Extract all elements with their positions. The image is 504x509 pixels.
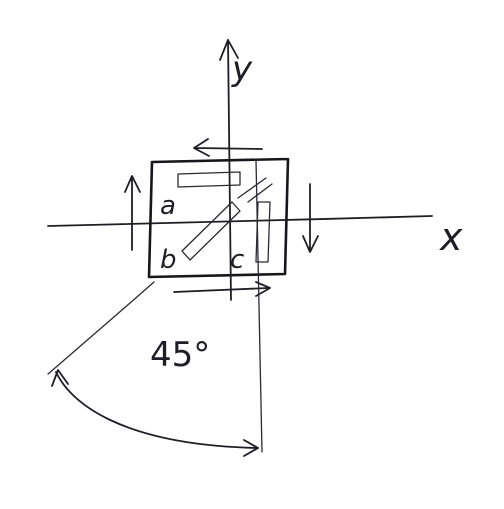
- corner-label-c: c: [230, 245, 244, 275]
- gauge-horizontal: [177, 171, 241, 188]
- element-square: [147, 157, 290, 279]
- angle-label: 45°: [150, 335, 210, 375]
- angle-arc-arrowhead-start: [51, 369, 69, 387]
- angle-arc: [55, 371, 259, 449]
- shear-arrow-left: [124, 175, 141, 251]
- x-axis-line: [47, 215, 433, 227]
- corner-label-b: b: [160, 245, 177, 275]
- shear-arrow-top: [193, 138, 263, 157]
- y-axis-arrowhead: [219, 39, 239, 61]
- corner-label-a: a: [160, 191, 176, 221]
- shear-arrow-bottom: [173, 281, 271, 297]
- rotation-ray-diagonal: [47, 281, 155, 375]
- shear-arrow-right: [302, 183, 319, 253]
- y-axis-label: y: [231, 49, 253, 89]
- y-axis-line: [227, 39, 232, 301]
- gauge-diagonal: [181, 201, 241, 261]
- gauge-diagonal-hatch: [237, 177, 273, 203]
- x-axis-label: x: [439, 215, 463, 259]
- gauge-vertical: [255, 201, 271, 263]
- rotation-ray-vertical: [255, 159, 263, 453]
- angle-arc-arrowhead-end: [243, 439, 259, 457]
